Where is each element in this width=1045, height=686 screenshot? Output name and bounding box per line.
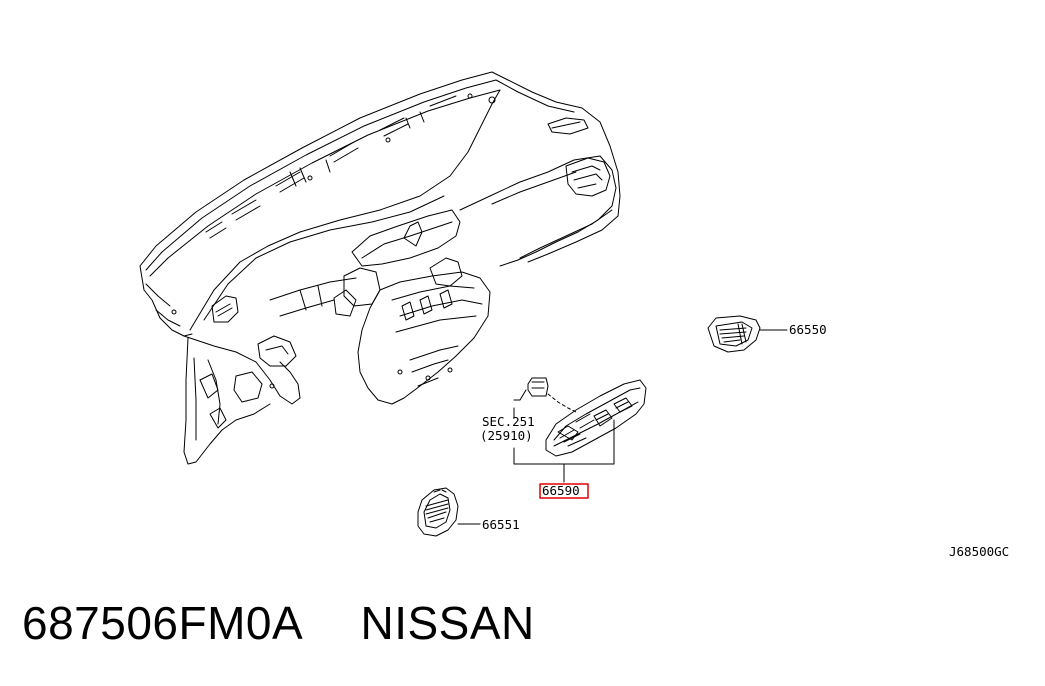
- dashboard-assembly: [139, 71, 621, 465]
- part-number: 687506FM0A: [22, 597, 304, 649]
- dash-right-vent-opening: [565, 157, 611, 197]
- center-bracket: [513, 419, 615, 483]
- callout-sec-ref-part: (25910): [480, 428, 533, 443]
- callout-66590: 66590: [542, 483, 580, 498]
- brand-name: NISSAN: [360, 597, 535, 649]
- dash-top-edge: [139, 71, 621, 267]
- callout-sec-ref: SEC.251: [482, 414, 535, 429]
- vent-center-66590: [545, 379, 647, 457]
- vent-left-66551: [417, 487, 459, 537]
- callout-66551: 66551: [482, 517, 520, 532]
- dash-left-vent: [211, 295, 239, 323]
- figure-code: J68500GC: [949, 544, 1009, 559]
- callout-66550: 66550: [789, 322, 827, 337]
- center-console: [357, 271, 491, 405]
- dash-left-lower: [183, 335, 301, 405]
- sec-leader: [513, 389, 527, 401]
- vent-right-66550: [707, 315, 761, 353]
- part-number-bar: 687506FM0A NISSAN: [22, 596, 535, 650]
- connector-part: [527, 377, 549, 397]
- center-hood: [351, 209, 461, 267]
- callout-66590-highlight: [539, 483, 589, 499]
